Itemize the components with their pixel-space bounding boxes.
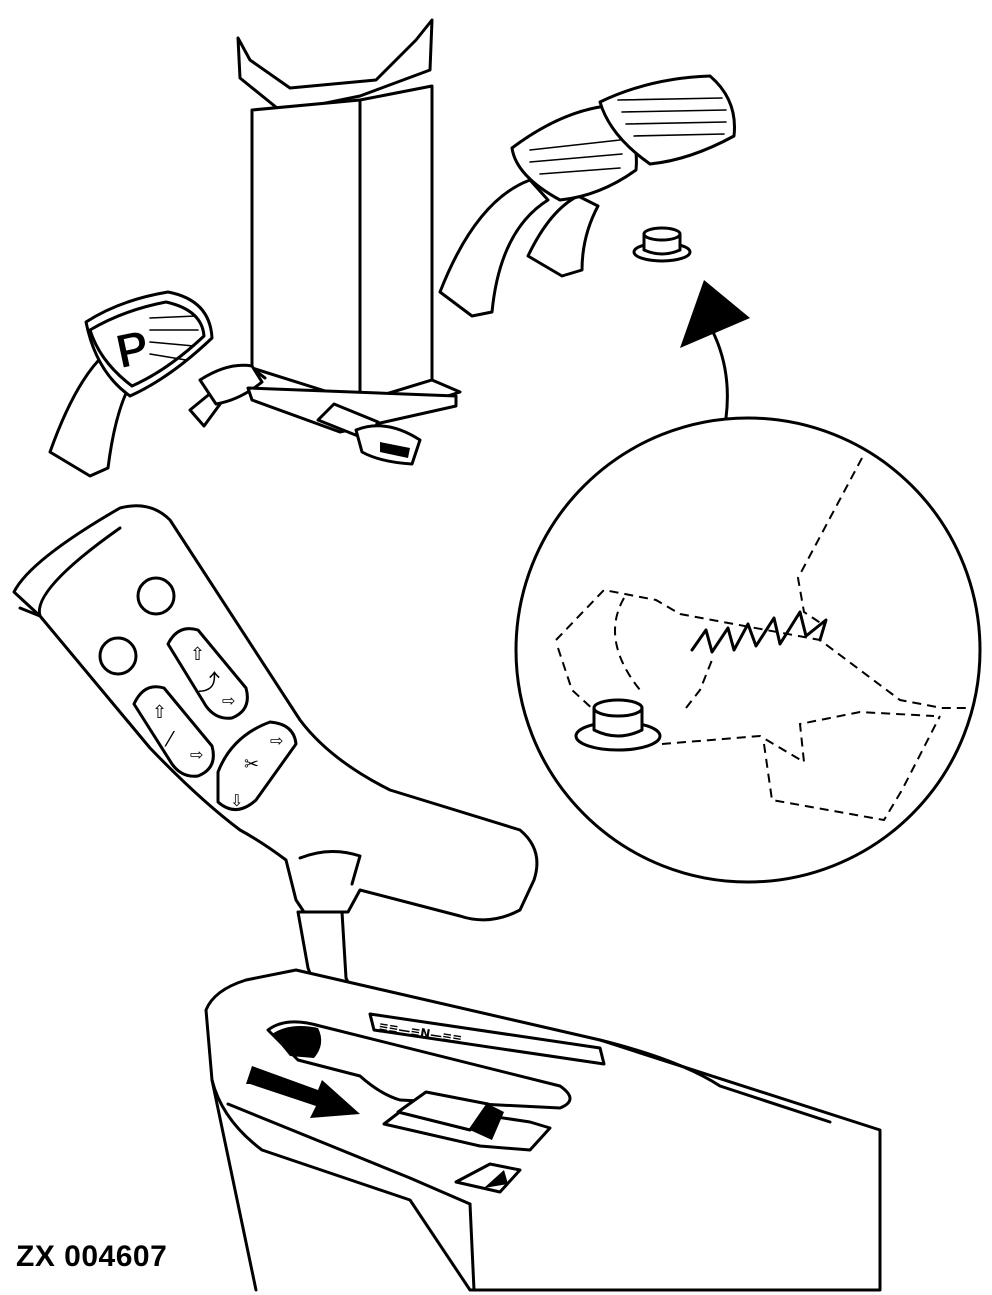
push-direction-arrow-icon (246, 1066, 360, 1118)
shift-console-icon: ≡≡—≡N—≡≡ (204, 968, 882, 1292)
svg-text:⁄: ⁄ (164, 727, 175, 751)
pedal-stop-button-icon (632, 226, 692, 263)
svg-text:⇩: ⇩ (230, 791, 243, 810)
parking-brake-release-lever-icon (188, 363, 458, 466)
svg-text:⇨: ⇨ (270, 731, 283, 750)
svg-text:⤴: ⤴ (198, 671, 220, 696)
svg-text:⇧: ⇧ (152, 702, 167, 723)
detail-magnifier-icon (514, 416, 982, 884)
svg-text:⇨: ⇨ (222, 691, 235, 710)
reference-code: ZX 004607 (16, 1240, 168, 1273)
svg-text:✂: ✂ (244, 754, 259, 775)
steering-column-icon (236, 18, 462, 420)
svg-text:⇨: ⇨ (190, 745, 203, 764)
svg-text:⇧: ⇧ (190, 644, 205, 665)
brake-pedals-icon (438, 74, 736, 318)
parking-brake-pedal-icon: P (48, 290, 214, 478)
direction-arrow-icon (680, 280, 750, 420)
